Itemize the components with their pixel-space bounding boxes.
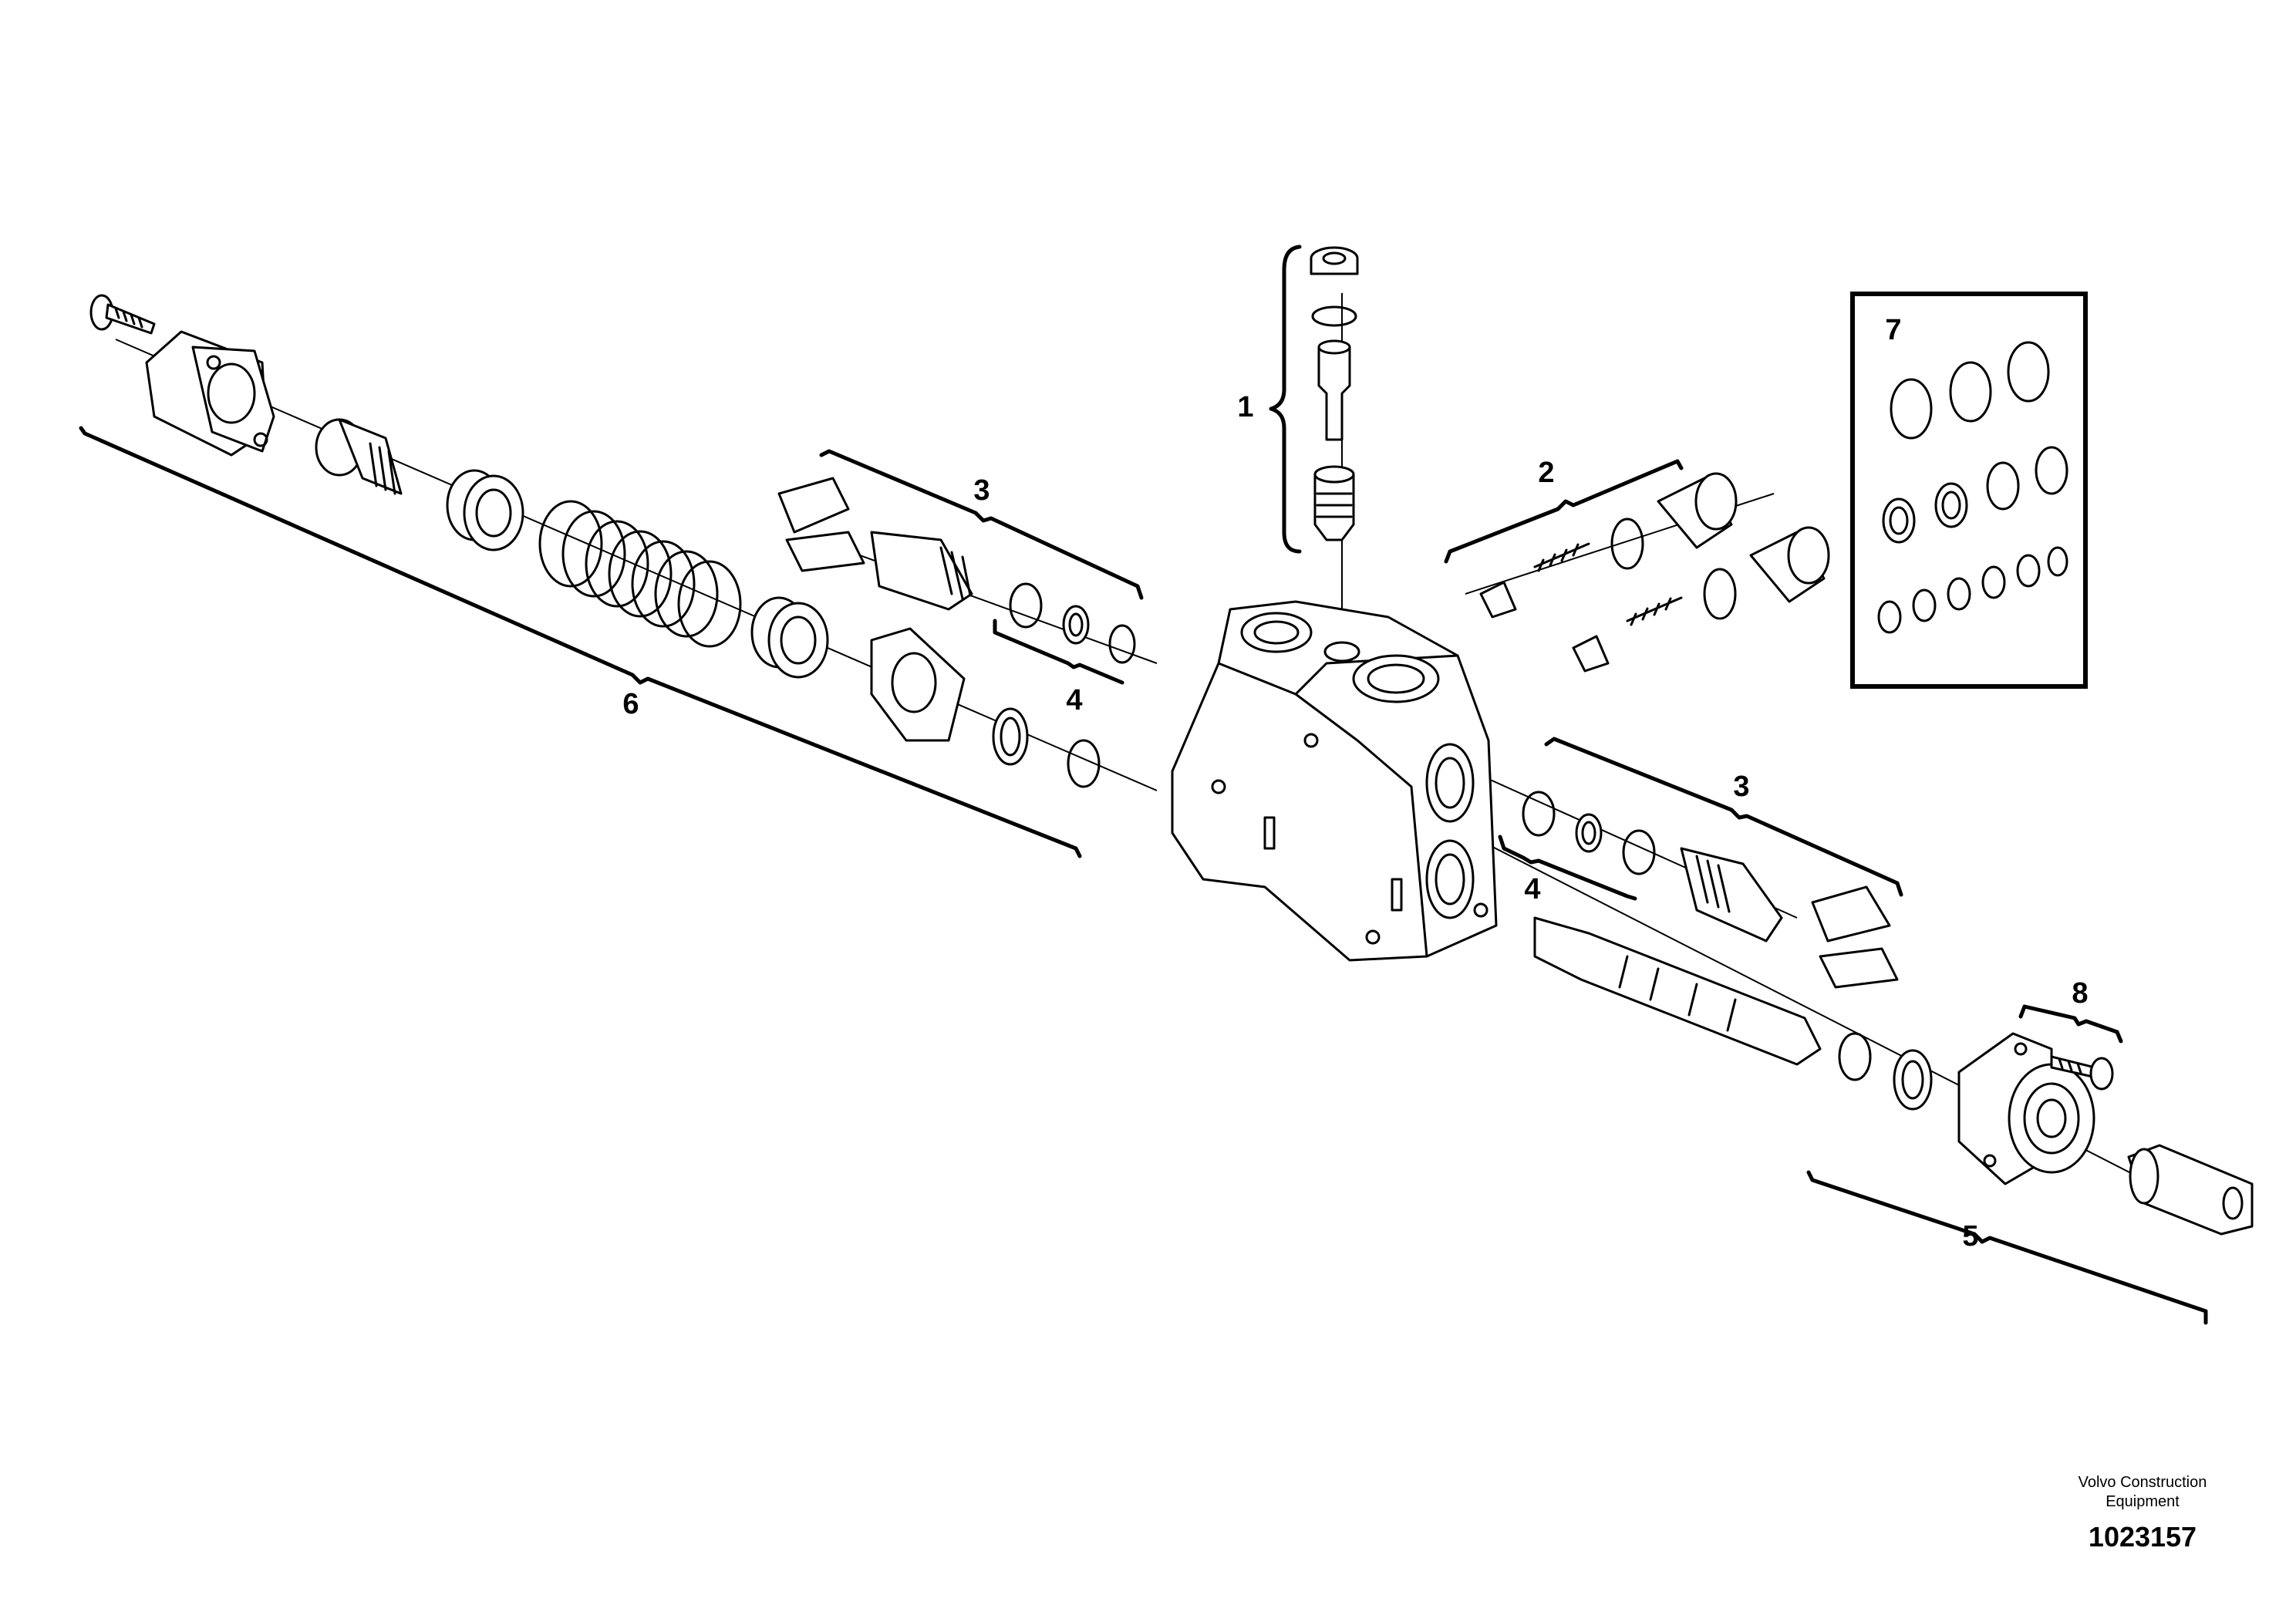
callouts: 1 2 3 3 4 4 5 6 7 8 xyxy=(622,314,2088,1253)
bracket-6 xyxy=(79,426,1082,858)
spring-seat-left xyxy=(315,418,403,495)
seal-ring-left xyxy=(992,707,1029,766)
bracket-2 xyxy=(1444,459,1684,564)
top-o-ring xyxy=(1311,305,1357,327)
callout-6: 6 xyxy=(622,688,639,720)
end-cap-left xyxy=(145,330,275,457)
top-poppet xyxy=(1317,339,1351,441)
top-check-valve xyxy=(1313,465,1355,541)
spool-end-eye xyxy=(2127,1144,2254,1236)
callout-3-right: 3 xyxy=(1733,771,1749,803)
check-valve-2a xyxy=(1479,472,1738,619)
end-cap-right xyxy=(1957,1032,2095,1185)
relief-cap-right xyxy=(1811,885,1899,989)
flange-plate-left xyxy=(870,627,966,742)
callout-4-left: 4 xyxy=(1066,684,1082,717)
spool xyxy=(1533,916,1822,1066)
footer: Volvo Construction Equipment 1023157 xyxy=(2079,1474,2207,1553)
bracket-4-right xyxy=(1498,835,1637,901)
callout-8: 8 xyxy=(2072,977,2088,1010)
callout-3-left: 3 xyxy=(973,474,990,507)
callout-7: 7 xyxy=(1885,314,1901,346)
o-ring-left xyxy=(1067,739,1101,788)
bolt-left xyxy=(89,294,156,335)
top-plug xyxy=(1310,246,1359,275)
brand-line-1: Volvo Construction xyxy=(2079,1474,2207,1491)
callout-4-right: 4 xyxy=(1524,873,1540,905)
callout-2: 2 xyxy=(1538,457,1554,489)
callout-1: 1 xyxy=(1237,391,1253,423)
seal-kit-box xyxy=(1850,292,2088,689)
check-valve-2b xyxy=(1572,526,1830,673)
o-rings-left-group-4 xyxy=(1009,582,1136,664)
brand-line-2: Equipment xyxy=(2106,1493,2180,1510)
drawing-number: 1023157 xyxy=(2089,1521,2197,1553)
bolt-right xyxy=(2050,1055,2114,1091)
o-ring-right xyxy=(1838,1032,1872,1081)
bracket-8 xyxy=(2018,1004,2123,1044)
bracket-1 xyxy=(1269,244,1302,554)
valve-body xyxy=(1171,600,1498,962)
relief-valve-left xyxy=(870,531,973,611)
callout-5: 5 xyxy=(1962,1220,1978,1253)
bracket-4-left xyxy=(993,619,1124,685)
o-rings-right-group-4 xyxy=(1522,791,1656,875)
relief-valve-right xyxy=(1680,847,1783,943)
brackets xyxy=(79,244,2208,1325)
spring-retainer-left xyxy=(446,469,524,551)
relief-cap-left xyxy=(777,477,865,572)
bracket-3-left xyxy=(819,449,1144,600)
spring-left xyxy=(538,500,742,648)
bracket-3-right xyxy=(1544,737,1903,897)
seal-ring-right xyxy=(1893,1049,1933,1111)
bracket-5 xyxy=(1806,1170,2208,1325)
spring-retainer-left-2 xyxy=(750,596,829,679)
